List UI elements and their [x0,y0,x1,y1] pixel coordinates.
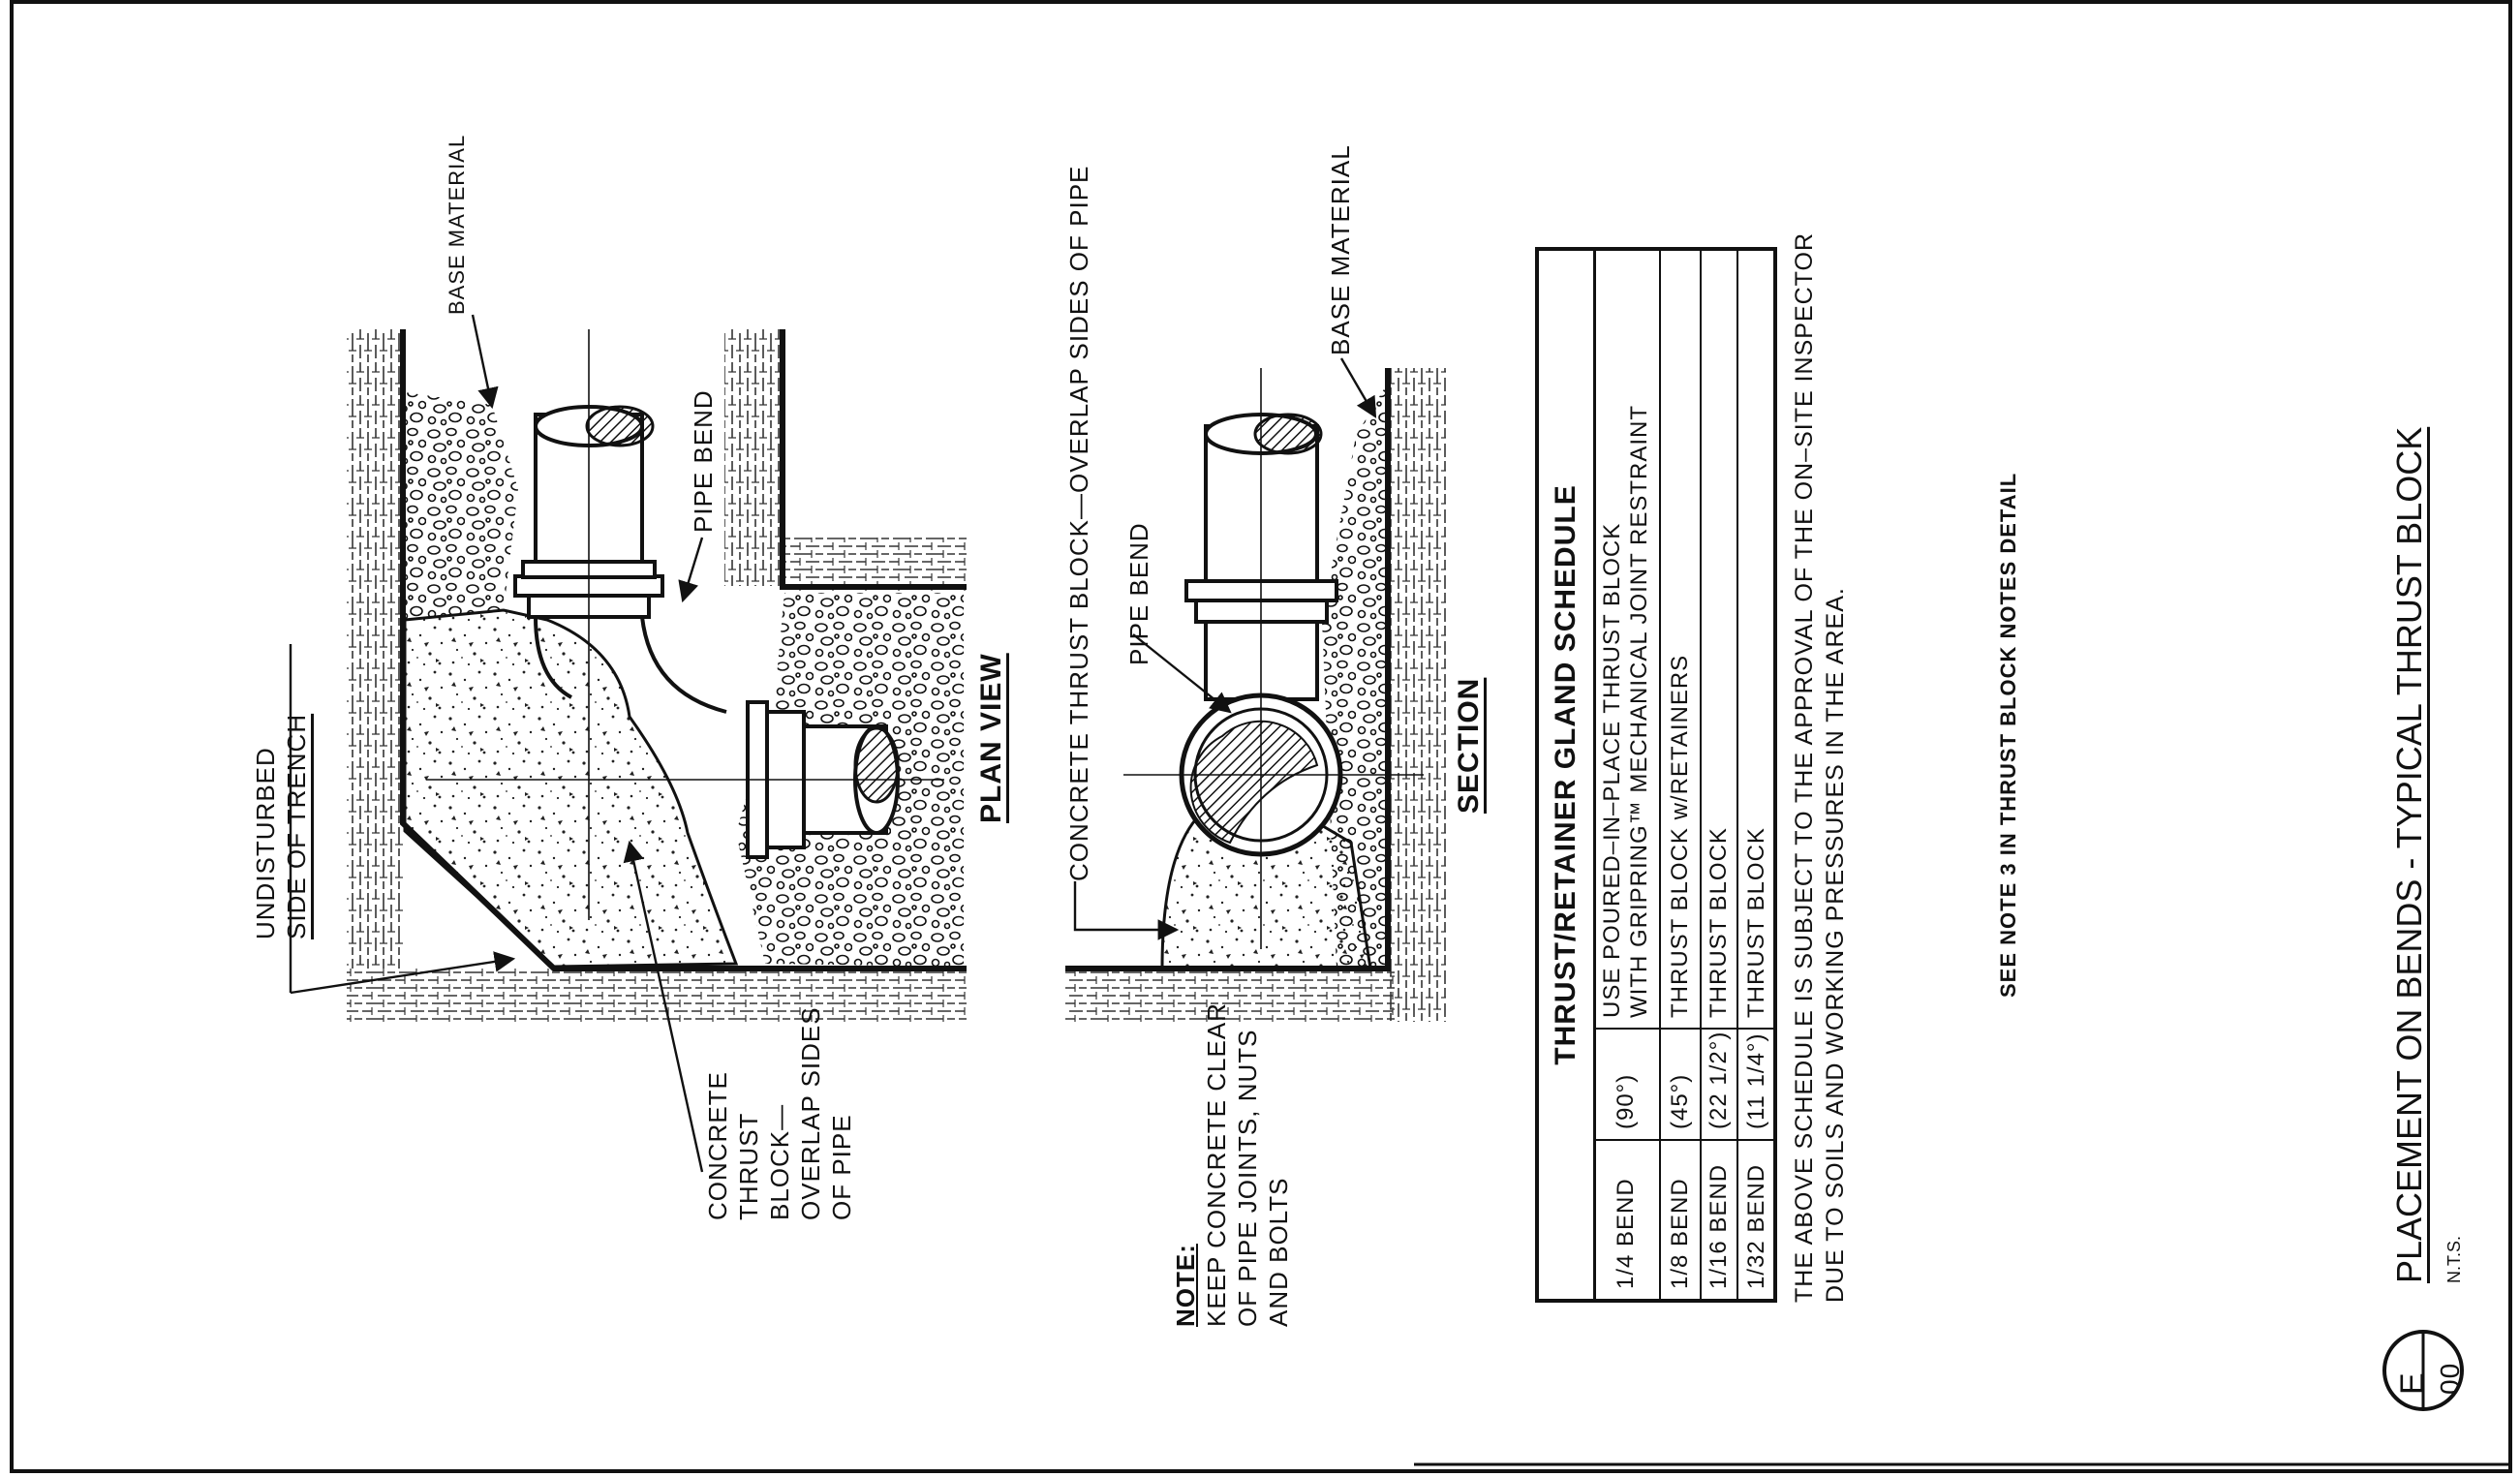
table-row: 1/4 BEND (90°) USE POURED–IN–PLACE THRUS… [1593,251,1661,1299]
treatment-line2: WITH GRIPRING™ MECHANICAL JOINT RESTRAIN… [1626,404,1652,1018]
table-row: 1/32 BEND (11 1/4°) THRUST BLOCK [1738,251,1775,1299]
concrete-plan-label-line4: OVERLAP SIDES [796,1006,825,1220]
pipe-bend-plan-label: PIPE BEND [689,389,718,533]
note-line1: KEEP CONCRETE CLEAR [1202,1002,1231,1327]
section-drawing [1065,357,1446,1022]
schedule-footnote-line1: THE ABOVE SCHEDULE IS SUBJECT TO THE APP… [1791,232,1818,1303]
bend-cell: 1/8 BEND [1661,1139,1700,1299]
table-row: 1/8 BEND (45°) THRUST BLOCK w/RETAINERS [1661,251,1702,1299]
pipe-bend-section-label: PIPE BEND [1124,522,1153,665]
schedule-footnote-line2: DUE TO SOILS AND WORKING PRESSURES IN TH… [1822,587,1849,1303]
concrete-section-label: CONCRETE THRUST BLOCK—OVERLAP SIDES OF P… [1064,165,1093,881]
treatment-cell: THRUST BLOCK [1706,827,1733,1018]
concrete-plan-label-line2: THRUST [734,1112,763,1220]
undisturbed-label-line2: SIDE OF TRENCH [282,713,311,939]
section-title: SECTION [1453,677,1485,814]
concrete-plan-label-line3: BLOCK— [765,1103,794,1220]
treatment-line1: USE POURED–IN–PLACE THRUST BLOCK [1599,522,1626,1018]
plan-view-drawing [289,314,967,1173]
angle-cell: (90°) [1593,1028,1659,1139]
base-material-plan-label: BASE MATERIAL [445,134,469,315]
angle-cell: (11 1/4°) [1738,1028,1775,1139]
angle-cell: (45°) [1661,1028,1700,1139]
note-line3: AND BOLTS [1264,1177,1293,1327]
concrete-plan-label-line1: CONCRETE [703,1071,732,1220]
treatment-cell: THRUST BLOCK [1743,827,1770,1018]
treatment-cell: USE POURED–IN–PLACE THRUST BLOCK WITH GR… [1593,251,1659,1028]
detail-bubble [2382,1330,2464,1411]
bend-cell: 1/4 BEND [1593,1139,1659,1299]
thrust-retainer-gland-schedule: THRUST/RETAINER GLAND SCHEDULE 1/4 BEND … [1535,247,1777,1303]
concrete-plan-label-line5: OF PIPE [827,1114,856,1220]
angle-cell: (22 1/2°) [1702,1028,1736,1139]
base-material-section-label: BASE MATERIAL [1326,144,1355,355]
undisturbed-label-line1: UNDISTURBED [251,747,280,939]
note-heading: NOTE: [1171,1244,1200,1327]
schedule-title: THRUST/RETAINER GLAND SCHEDULE [1539,251,1596,1299]
detail-sheet-number: 00 [2435,1362,2465,1395]
see-note-reference: SEE NOTE 3 IN THRUST BLOCK NOTES DETAIL [1996,472,2020,998]
plan-view-title: PLAN VIEW [975,653,1007,823]
bend-cell: 1/16 BEND [1702,1139,1736,1299]
detail-letter: E [2394,1371,2431,1395]
note-line2: OF PIPE JOINTS, NUTS [1233,1029,1262,1327]
detail-title: PLACEMENT ON BENDS - TYPICAL THRUST BLOC… [2389,426,2429,1283]
treatment-cell: THRUST BLOCK w/RETAINERS [1667,654,1694,1018]
bend-cell: 1/32 BEND [1738,1139,1775,1299]
scale-note: N.T.S. [2444,1235,2464,1283]
table-row: 1/16 BEND (22 1/2°) THRUST BLOCK [1702,251,1738,1299]
